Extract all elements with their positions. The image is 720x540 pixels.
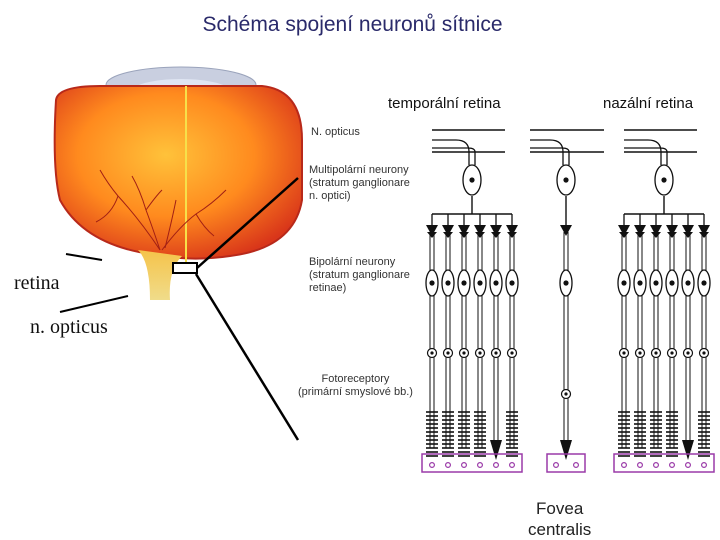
synapse-triangle (560, 225, 572, 236)
dendrite-cap (667, 232, 677, 238)
bipolar-neuron-nucleus (653, 280, 659, 286)
pigment-cell (652, 462, 659, 469)
bipolar-neuron-nucleus (563, 280, 569, 286)
temporal-retina-label: temporální retina (388, 95, 501, 112)
pigment-cell (552, 462, 559, 469)
ganglion-axon (624, 147, 668, 165)
bipolar-neuron-nucleus (445, 280, 451, 286)
ganglion-axon (530, 147, 570, 165)
multipolar-neuron-nucleus (563, 177, 569, 183)
receptor-nucleus (622, 351, 626, 355)
n-opticus-small-label: N. opticus (311, 126, 360, 138)
zoom-line-lower (194, 273, 300, 441)
cone-outer-segment (490, 440, 502, 460)
ganglion-axon (432, 147, 476, 165)
receptor-nucleus (462, 351, 466, 355)
bipolar-neuron-nucleus (429, 280, 435, 286)
synapse-triangle (666, 225, 678, 236)
cone-outer-segment (682, 440, 694, 460)
retina-label: retina (14, 272, 60, 294)
nasal-retina-label: nazální retina (603, 95, 694, 112)
synapse-triangle (634, 225, 646, 236)
cone-outer-segment (560, 440, 572, 460)
receptor-nucleus (670, 351, 674, 355)
synapse-triangle (506, 225, 518, 236)
synapse-triangle (426, 225, 438, 236)
bipolar-neuron-nucleus (637, 280, 643, 286)
dendrite-cap (443, 232, 453, 238)
multipolar-neuron-nucleus (469, 177, 475, 183)
pigment-cell (493, 462, 500, 469)
synapse-triangle (682, 225, 694, 236)
ganglion-axon (530, 139, 564, 165)
pigment-cell (684, 462, 691, 469)
receptor-nucleus (430, 351, 434, 355)
bipolar-neuron-nucleus (685, 280, 691, 286)
page-title: Schéma spojení neuronů sítnice (202, 13, 503, 36)
pigment-cell (445, 462, 452, 469)
receptor-nucleus (702, 351, 706, 355)
eye-illustration (53, 66, 303, 441)
pigment-cell (700, 462, 707, 469)
bipolar-neuron-nucleus (509, 280, 515, 286)
pigment-cell (620, 462, 627, 469)
dendrite-cap (427, 232, 437, 238)
receptor-nucleus (638, 351, 642, 355)
multipolar-neuron-nucleus (661, 177, 667, 183)
receptor-nucleus (510, 351, 514, 355)
bipolar-neuron-nucleus (493, 280, 499, 286)
receptor-nucleus (494, 351, 498, 355)
neuron-schema (421, 129, 715, 473)
pigment-cell (429, 462, 436, 469)
dendrite-cap (491, 232, 501, 238)
receptor-layer-box (546, 453, 586, 473)
synapse-triangle (650, 225, 662, 236)
detail-box (172, 262, 198, 274)
dendrite-cap (699, 232, 709, 238)
receptor-nucleus (446, 351, 450, 355)
synapse-triangle (474, 225, 486, 236)
synapse-triangle (698, 225, 710, 236)
receptor-nucleus (686, 351, 690, 355)
synapse-triangle (458, 225, 470, 236)
ganglion-axon (432, 139, 470, 165)
pigment-cell (477, 462, 484, 469)
dendrite-cap (507, 232, 517, 238)
receptor-nucleus (564, 392, 568, 396)
bipolar-neuron-nucleus (701, 280, 707, 286)
bipolar-neuron-nucleus (621, 280, 627, 286)
bipolar-neuron-nucleus (669, 280, 675, 286)
multipolar-label: Multipolární neurony (stratum ganglionar… (309, 164, 410, 202)
bipolar-neuron-nucleus (461, 280, 467, 286)
pigment-cell (509, 462, 516, 469)
pigment-cell (572, 462, 579, 469)
pigment-cell (668, 462, 675, 469)
dendrite-cap (651, 232, 661, 238)
pigment-cell (636, 462, 643, 469)
dendrite-cap (635, 232, 645, 238)
photoreceptor-label: Fotoreceptory (primární smyslové bb.) (298, 373, 413, 398)
receptor-nucleus (654, 351, 658, 355)
bipolar-neuron-nucleus (477, 280, 483, 286)
dendrite-cap (475, 232, 485, 238)
synapse-triangle (442, 225, 454, 236)
nopticus-pointer (59, 295, 129, 313)
receptor-layer-box (613, 453, 715, 473)
fovea-label: Fovea centralis (528, 499, 592, 539)
receptor-layer-box (421, 453, 523, 473)
synapse-triangle (490, 225, 502, 236)
pigment-cell (461, 462, 468, 469)
dendrite-cap (683, 232, 693, 238)
zoom-line-upper (196, 177, 299, 269)
receptor-nucleus (478, 351, 482, 355)
dendrite-cap (619, 232, 629, 238)
dendrite-cap (459, 232, 469, 238)
blood-vessels (95, 169, 227, 251)
bipolar-label: Bipolární neurony (stratum ganglionare r… (309, 256, 410, 294)
ganglion-axon (624, 139, 662, 165)
n-opticus-label: n. opticus (30, 316, 108, 338)
retina-pointer (65, 253, 103, 261)
synapse-triangle (618, 225, 630, 236)
